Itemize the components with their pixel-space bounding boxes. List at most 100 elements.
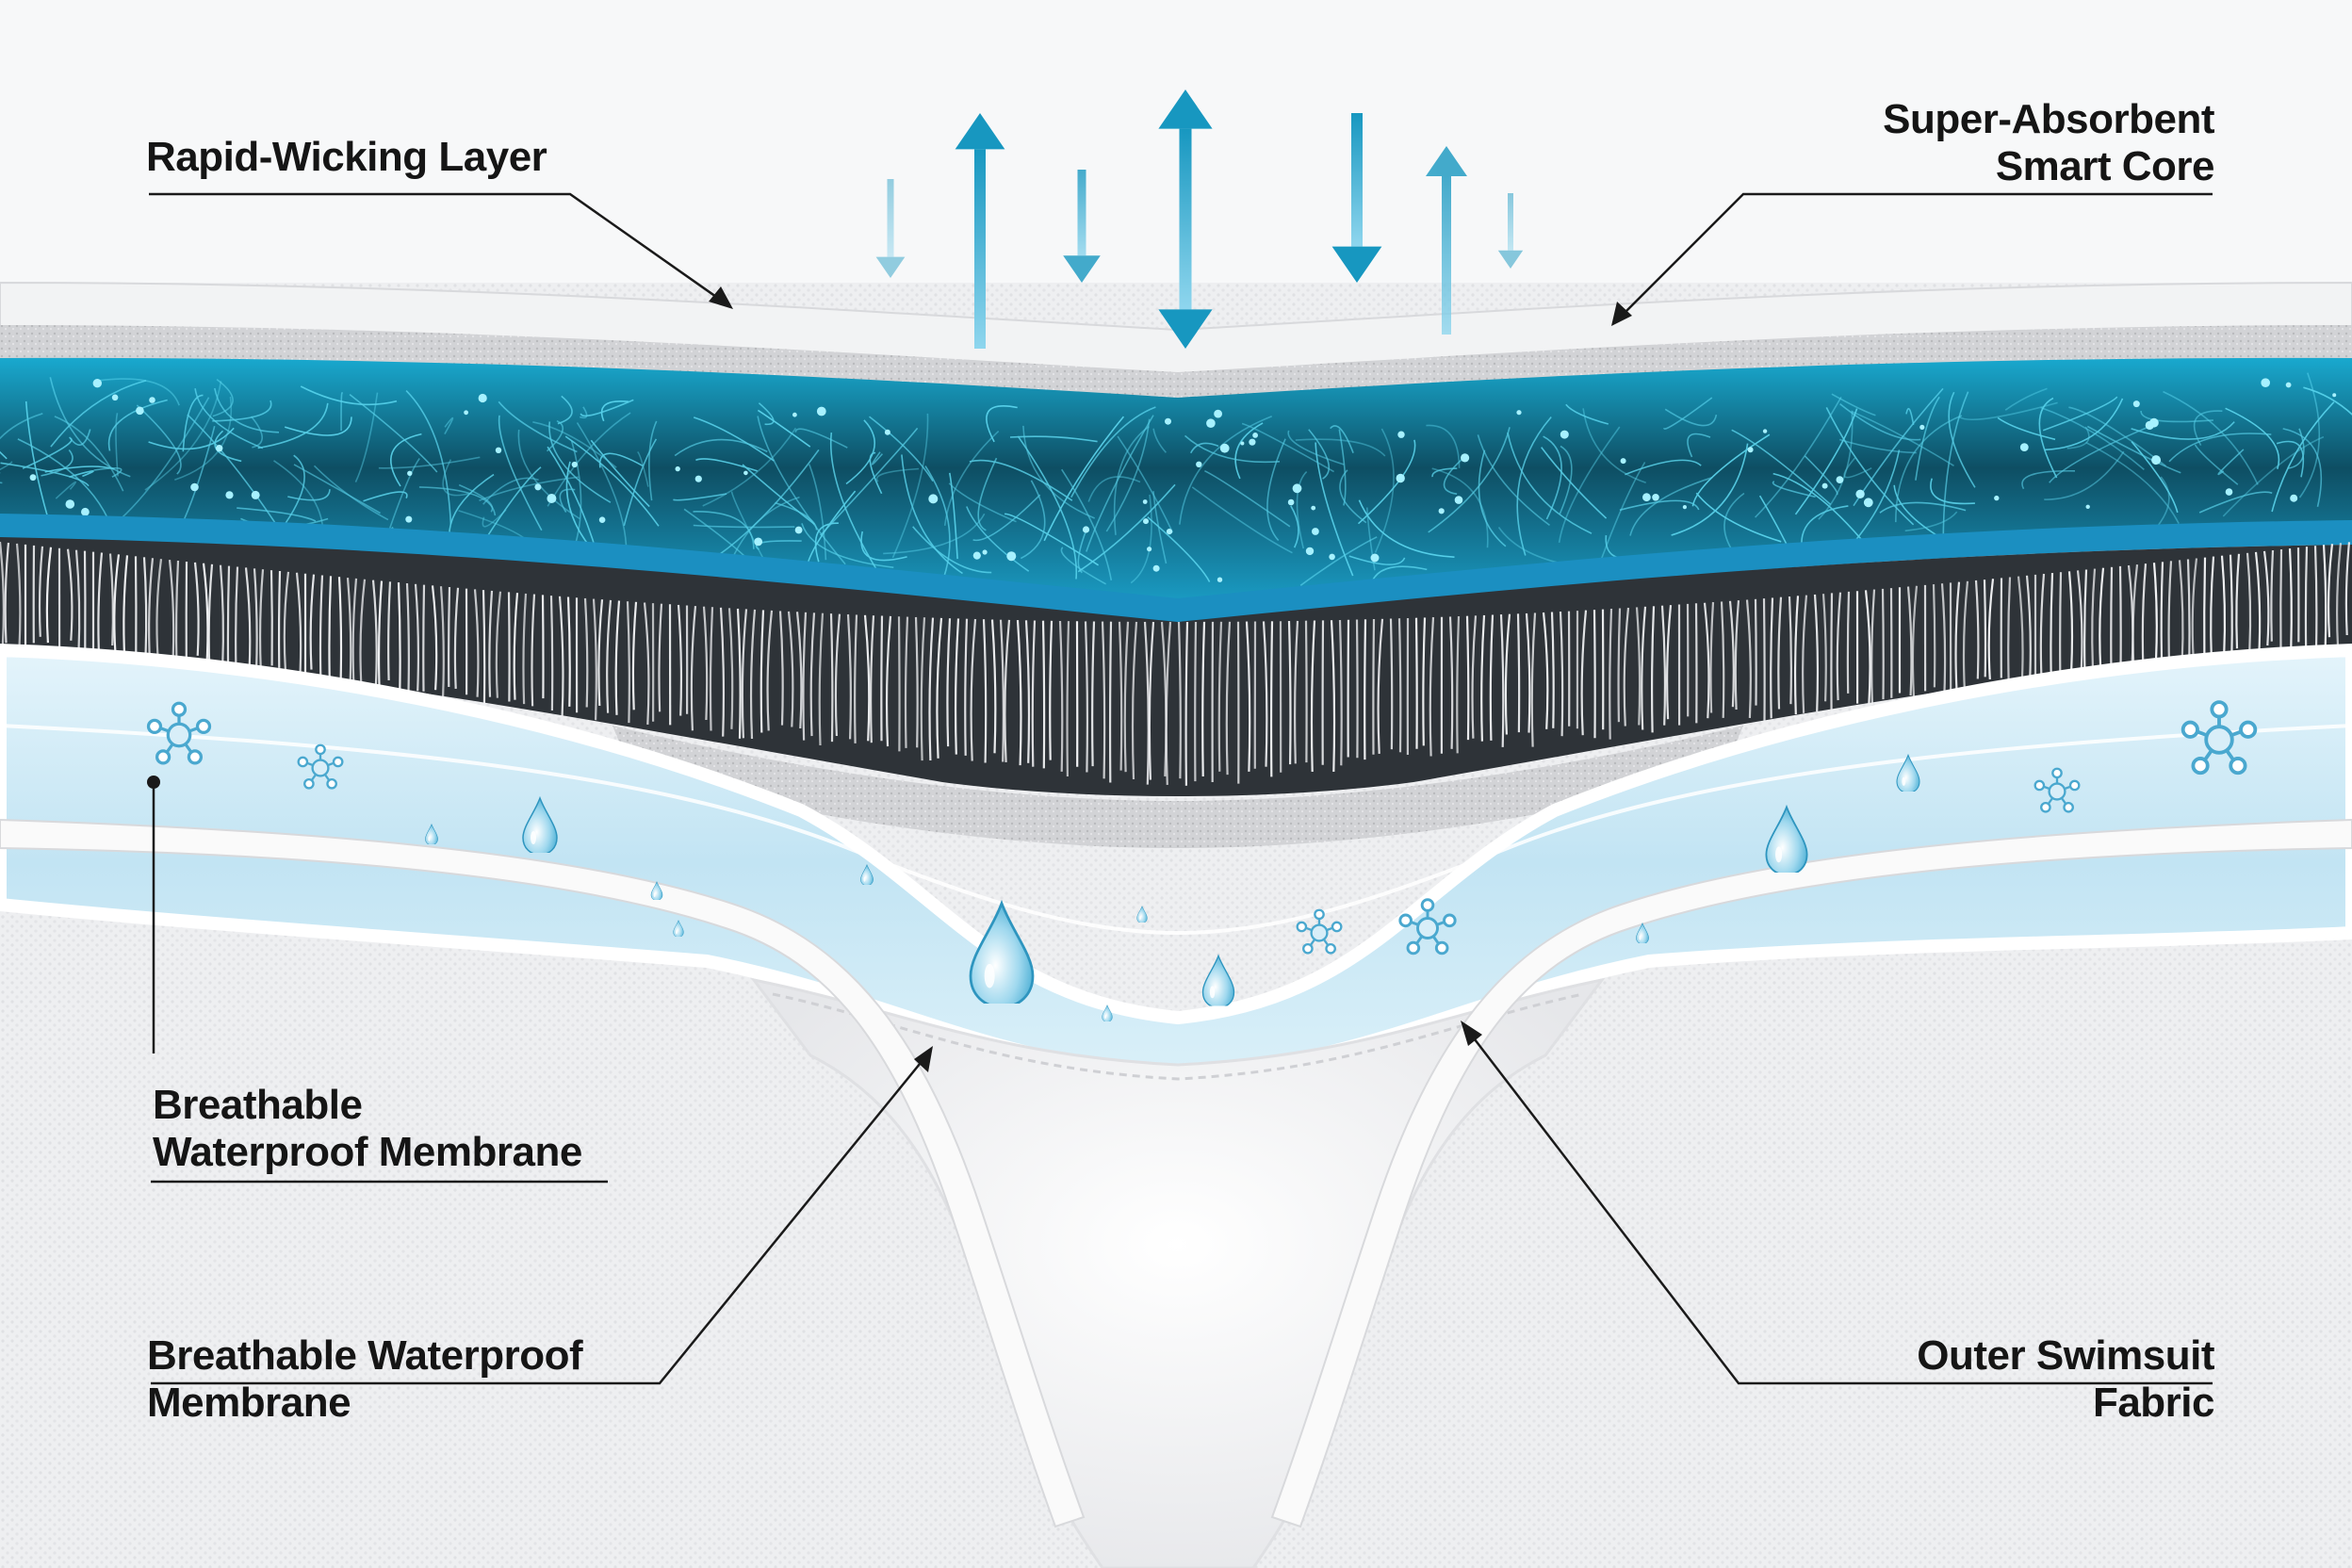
core-fiber-node [2019,443,2029,451]
core-fiber [693,511,755,549]
core-fiber-node [2151,455,2162,466]
core-fiber [547,412,631,507]
core-fiber [808,464,827,561]
up-down-arrow-icon [875,179,906,278]
rapid-wicking-layer-edge [0,325,2352,400]
core-fiber-node [1836,476,1844,483]
core-fiber [674,438,768,457]
core-fiber [1443,454,1467,495]
bristle-fiber [964,618,969,756]
core-fiber [869,451,883,495]
core-fiber-node [407,470,413,476]
bristle-fiber [946,618,952,747]
core-fiber-node [675,466,680,472]
core-fiber-node [1863,498,1873,508]
core-fiber [757,409,811,448]
core-fiber [1077,483,1176,573]
core-fiber [1179,415,1272,525]
core-fiber [2271,401,2335,513]
core-fiber [340,392,344,432]
core-fiber-node [794,526,803,534]
bristle-fiber [2254,551,2262,659]
bristle-fiber [1864,590,1871,704]
core-fiber [300,385,398,406]
core-fiber-node [1147,547,1152,552]
core-fiber [1818,410,1854,520]
core-fiber [287,489,331,501]
bristle-fiber [4,542,10,644]
core-fiber [1339,469,1367,524]
core-fiber [2131,441,2179,514]
core-fiber [1852,411,1954,466]
core-fiber [386,458,420,536]
bristle-fiber [690,605,697,731]
core-fiber-node [1370,553,1380,563]
core-fiber [1663,397,1713,430]
bristle-fiber [1623,607,1630,727]
bristle-fiber [351,578,358,687]
core-fiber [1597,462,1646,566]
core-fiber [2217,449,2245,476]
bristle-fiber [1542,612,1549,729]
core-fiber [1854,449,1901,542]
bristle-fiber [885,615,892,747]
bristle-fiber [1338,619,1343,766]
bristle-fiber [1987,579,1995,679]
bristle-fiber [1660,605,1667,726]
bristle-fiber [2246,552,2252,651]
bristle-fiber [2076,570,2083,678]
bristle-fiber [346,578,352,689]
bristle-fiber [1389,618,1394,750]
core-fiber [2049,426,2149,483]
core-fiber-node [1919,424,1925,430]
core-fiber [590,439,650,508]
bristle-fiber [2322,545,2328,648]
core-fiber-node [743,470,748,476]
bristle-fiber [371,580,378,688]
up-down-arrow-icon [1158,90,1213,349]
bristle-fiber [760,610,765,733]
core-fiber [718,449,820,556]
arrowhead-membrane-bottom [914,1046,933,1072]
bristle-fiber [2039,573,2046,682]
bristle-fiber [439,586,445,698]
bristle-fiber [488,590,494,697]
bristle-fiber [1355,619,1359,759]
bristle-fiber [1666,604,1673,720]
core-fiber [1772,481,1816,498]
core-fiber [1315,442,1354,577]
core-fiber [1234,422,1264,480]
core-fiber-node [2285,382,2292,388]
bristle-fiber [809,612,816,737]
bristle-fiber [2007,577,2012,685]
garment-left-leg-band [0,818,1086,1528]
label-line: Membrane [147,1380,351,1426]
core-fiber [820,427,919,536]
moisture-flow-arrows [875,90,1524,349]
bristle-fiber [387,581,392,681]
core-fiber [548,421,612,503]
core-fiber-node [816,406,826,416]
bristle-fiber [749,609,757,740]
bristle-fiber [1225,621,1232,776]
bristle-fiber [829,613,834,743]
garment-right-leg-band [1270,818,2352,1528]
core-fiber-node [1855,489,1865,498]
core-fiber-node [1214,409,1222,418]
core-fiber-node [464,410,468,416]
leader-arrowheads [147,286,1632,1072]
core-fiber [546,419,564,452]
bristle-fiber [1802,595,1808,713]
core-fiber [136,404,182,475]
bristle-fiber [2235,553,2241,649]
bristle-fiber [1330,620,1336,773]
leader-lines [149,192,2213,1385]
bristle-fiber [431,585,438,691]
core-fiber-node [136,406,144,416]
bristle-fiber [277,570,282,668]
core-fiber-node [1438,508,1445,514]
core-fiber [1695,492,1782,543]
label-line: Outer Swimsuit [1917,1332,2214,1379]
core-fiber [1948,391,1976,488]
